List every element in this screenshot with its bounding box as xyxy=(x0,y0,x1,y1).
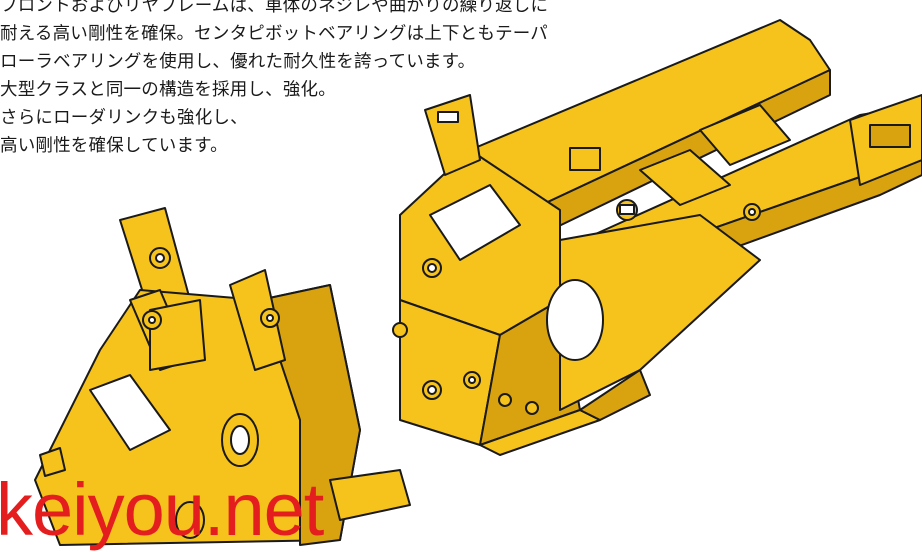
description-line-6: 高い剛性を確保しています。 xyxy=(0,136,228,156)
watermark: keiyou.net xyxy=(0,468,324,551)
frame-description: フロントおよびリヤフレームは、車体のネジレや曲がりの繰り返しに 耐える高い剛性を… xyxy=(0,0,660,160)
description-line-1: フロントおよびリヤフレームは、車体のネジレや曲がりの繰り返しに xyxy=(0,0,549,16)
rear-frame-drawing xyxy=(392,19,922,456)
front-frame-drawing xyxy=(34,207,411,546)
description-line-5: さらにローダリンクも強化し、 xyxy=(0,108,248,128)
description-line-2: 耐える高い剛性を確保。センタピボットベアリングは上下ともテーパ xyxy=(0,24,548,44)
description-line-4: 大型クラスと同一の構造を採用し、強化。 xyxy=(0,80,336,100)
description-line-3: ローラベアリングを使用し、優れた耐久性を誇っています。 xyxy=(0,52,476,72)
